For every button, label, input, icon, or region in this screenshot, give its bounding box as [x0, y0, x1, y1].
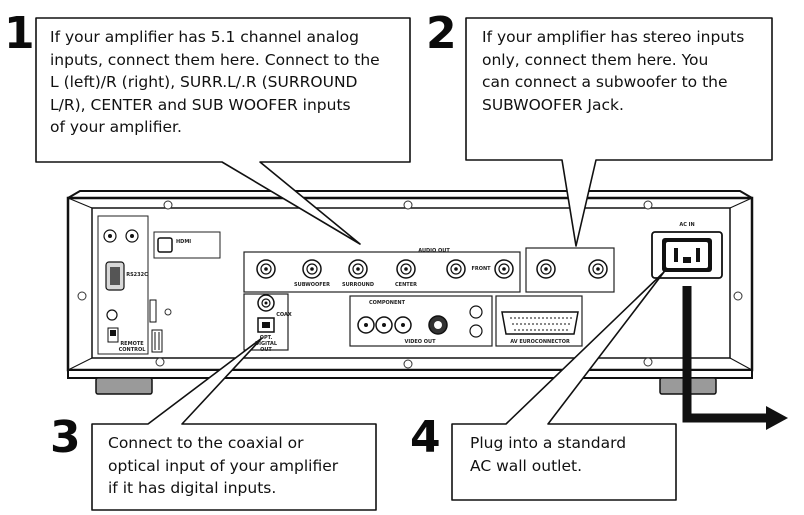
- screw: [403, 200, 413, 210]
- label-hdmi: HDMI: [176, 239, 192, 245]
- label-opt-digital-out: OPT. DIGITAL OUT: [254, 335, 278, 353]
- label-surround: SURROUND: [341, 282, 374, 288]
- screw: [163, 200, 173, 210]
- screw: [77, 291, 87, 301]
- hdmi-port: [157, 237, 173, 253]
- audio-out-jacks: [256, 259, 514, 279]
- callout-bubble-1: [35, 17, 411, 245]
- callout-bubble-4: [451, 271, 677, 501]
- callout-number-3: 3: [50, 412, 81, 463]
- callout-text-2: If your amplifier has stereo inputs only…: [482, 28, 745, 114]
- screw: [643, 200, 653, 210]
- stereo-out-jacks: [536, 259, 608, 279]
- label-coax: COAX: [276, 312, 292, 318]
- label-center: CENTER: [395, 282, 417, 288]
- remote-jack: [106, 309, 118, 321]
- callout-text-4: Plug into a standard AC wall outlet.: [470, 434, 627, 475]
- label-subwoofer: SUBWOOFER: [294, 282, 330, 288]
- callout-number-1: 1: [4, 8, 35, 59]
- callout-number-4: 4: [410, 412, 441, 463]
- scart-port: [501, 311, 579, 335]
- label-audio-out: AUDIO OUT: [418, 248, 450, 254]
- screw: [164, 308, 172, 316]
- label-front: FRONT: [471, 266, 491, 272]
- callout-text-1: If your amplifier has 5.1 channel analog…: [50, 28, 380, 136]
- screw: [733, 291, 743, 301]
- label-av-euroconnector: AV EUROCONNECTOR: [510, 339, 570, 345]
- video-jack-1: [469, 305, 483, 319]
- callout-number-2: 2: [426, 8, 457, 59]
- label-rs232: RS232C: [126, 272, 148, 278]
- label-component: COMPONENT: [368, 300, 405, 306]
- foot-left: [95, 377, 153, 395]
- callout-bubble-3: [91, 337, 377, 511]
- label-video-out: VIDEO OUT: [404, 339, 436, 345]
- callout-text-3: Connect to the coaxial or optical input …: [108, 434, 339, 497]
- screw: [643, 357, 653, 367]
- video-jack-2: [469, 324, 483, 338]
- power-cord: [682, 286, 788, 430]
- callout-bubble-2: [465, 17, 773, 247]
- screw: [155, 357, 165, 367]
- label-ac-in: AC IN: [679, 222, 695, 228]
- label-remote-control: REMOTE CONTROL: [118, 341, 146, 353]
- screw: [403, 359, 413, 369]
- device-rear-panel: [66, 190, 754, 395]
- component-jacks: [357, 316, 412, 334]
